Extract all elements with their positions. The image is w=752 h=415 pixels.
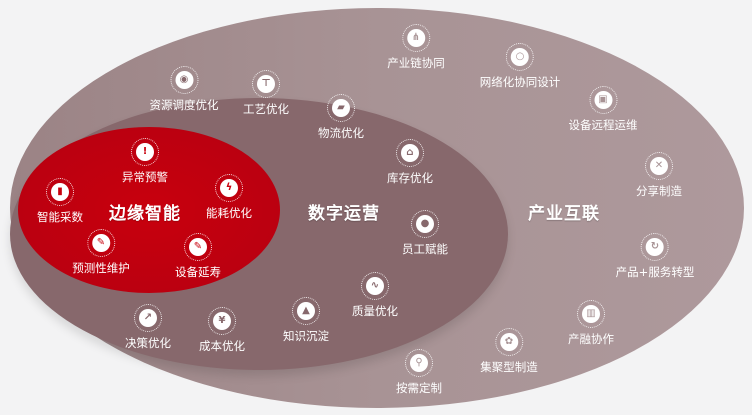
item-energy-optimization: ϟ 能耗优化 (206, 174, 252, 221)
item-label: 产品+服务转型 (615, 265, 695, 279)
item-label: 员工赋能 (402, 242, 448, 256)
item-decision-optimization: ↗ 决策优化 (125, 304, 171, 351)
item-label: 智能采数 (37, 210, 83, 224)
item-label: 产业链协同 (387, 56, 445, 70)
item-cost-optimization: ¥ 成本优化 (199, 307, 245, 354)
trend-bubble-icon: ↗ (134, 304, 162, 332)
item-anomaly-warning: ! 异常预警 (122, 138, 168, 185)
item-industry-finance-cooperation: ▥ 产融协作 (568, 300, 614, 347)
digital-operations-title: 数字运营 (308, 204, 380, 224)
item-label: 按需定制 (396, 381, 442, 395)
item-process-optimization: ⊤ 工艺优化 (243, 70, 289, 117)
hierarchy-icon: ⊤ (252, 70, 280, 98)
item-label: 成本优化 (199, 339, 245, 353)
item-cluster-manufacturing: ✿ 集聚型制造 (480, 328, 538, 375)
item-label: 决策优化 (125, 336, 171, 350)
item-label: 设备远程运维 (568, 118, 638, 132)
item-knowledge-accumulation: ▲ 知识沉淀 (283, 297, 329, 344)
maintenance-card-icon: ✎ (87, 229, 115, 257)
employee-icon: ● (411, 210, 439, 238)
item-networked-collaborative-design: ○ 网络化协同设计 (479, 43, 561, 90)
item-label: 能耗优化 (206, 206, 252, 220)
item-smart-data-collection: ▮ 智能采数 (37, 178, 83, 225)
remote-device-icon: ▣ (589, 86, 617, 114)
item-label: 知识沉淀 (283, 329, 329, 343)
item-label: 质量优化 (352, 304, 398, 318)
item-predictive-maintenance: ✎ 预测性维护 (72, 229, 130, 276)
wrench-icon: ✕ (645, 152, 673, 180)
truck-icon: ▰ (327, 94, 355, 122)
item-resource-scheduling: ◉ 资源调度优化 (150, 66, 219, 113)
globe-icon: ◉ (170, 66, 198, 94)
monitor-pulse-icon: ∿ (361, 272, 389, 300)
monitor-chart-icon: ▮ (46, 178, 74, 206)
device-card-icon: ✎ (184, 233, 212, 261)
bar-chart-icon: ▥ (577, 300, 605, 328)
item-equipment-life-extension: ✎ 设备延寿 (175, 233, 221, 280)
warehouse-icon: ⌂ (396, 139, 424, 167)
item-product-service-transformation: ↻ 产品+服务转型 (615, 233, 695, 280)
item-label: 预测性维护 (72, 261, 130, 275)
item-label: 设备延寿 (175, 265, 221, 279)
item-label: 物流优化 (318, 126, 364, 140)
refresh-icon: ↻ (640, 233, 669, 261)
item-logistics-optimization: ▰ 物流优化 (318, 94, 364, 141)
item-label: 库存优化 (387, 171, 433, 185)
item-inventory-optimization: ⌂ 库存优化 (387, 139, 433, 186)
item-label: 集聚型制造 (480, 360, 538, 374)
search-gear-icon: ⚲ (405, 349, 433, 377)
item-on-demand-customization: ⚲ 按需定制 (396, 349, 442, 396)
item-employee-empowerment: ● 员工赋能 (402, 210, 448, 257)
item-label: 网络化协同设计 (479, 75, 561, 89)
edge-intelligence-title: 边缘智能 (109, 204, 181, 224)
warning-icon: ! (131, 138, 159, 166)
item-label: 资源调度优化 (149, 98, 219, 112)
item-shared-manufacturing: ✕ 分享制造 (636, 152, 682, 199)
item-quality-optimization: ∿ 质量优化 (352, 272, 398, 319)
share-nodes-icon: ⋔ (402, 24, 430, 52)
item-label: 产融协作 (568, 332, 614, 346)
industry-interconnect-title: 产业互联 (528, 204, 600, 224)
money-bag-icon: ¥ (208, 307, 236, 335)
item-industry-chain-collaboration: ⋔ 产业链协同 (387, 24, 445, 71)
item-label: 工艺优化 (243, 102, 289, 116)
item-remote-device-maintenance: ▣ 设备远程运维 (569, 86, 638, 133)
item-label: 异常预警 (122, 170, 168, 184)
item-label: 分享制造 (636, 184, 682, 198)
gears-icon: ✿ (495, 328, 523, 356)
energy-drop-icon: ϟ (215, 174, 243, 202)
cycle-nodes-icon: ○ (506, 43, 534, 71)
graduation-cap-icon: ▲ (292, 297, 320, 325)
